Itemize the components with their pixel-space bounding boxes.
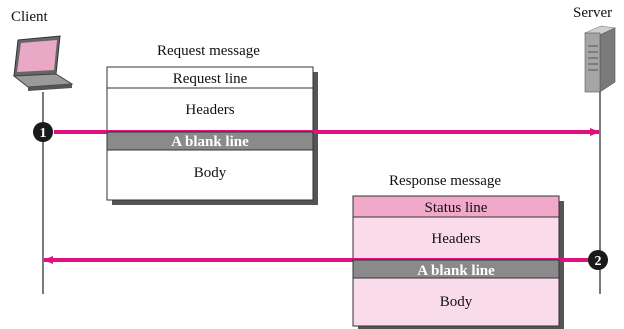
response-headers-text: Headers (431, 231, 480, 247)
server-tower-icon (583, 25, 617, 93)
step-2-badge: 2 (588, 250, 608, 270)
response-body-text: Body (440, 294, 473, 310)
response-blank-line-text: A blank line (417, 263, 495, 279)
request-body-text: Body (194, 165, 227, 181)
response-blank-band (352, 259, 560, 279)
request-line-text: Request line (173, 71, 248, 87)
laptop-icon (12, 35, 74, 91)
step-1-number: 1 (40, 126, 47, 141)
request-headers-text: Headers (185, 102, 234, 118)
step-2-number: 2 (595, 254, 602, 269)
client-label: Client (11, 9, 48, 25)
status-line-text: Status line (425, 200, 488, 216)
request-blank-band (106, 131, 314, 151)
server-label: Server (573, 5, 613, 21)
request-message-title: Request message (157, 43, 260, 59)
response-message-title: Response message (389, 173, 502, 189)
request-blank-line-text: A blank line (171, 134, 249, 150)
step-1-badge: 1 (33, 122, 53, 142)
